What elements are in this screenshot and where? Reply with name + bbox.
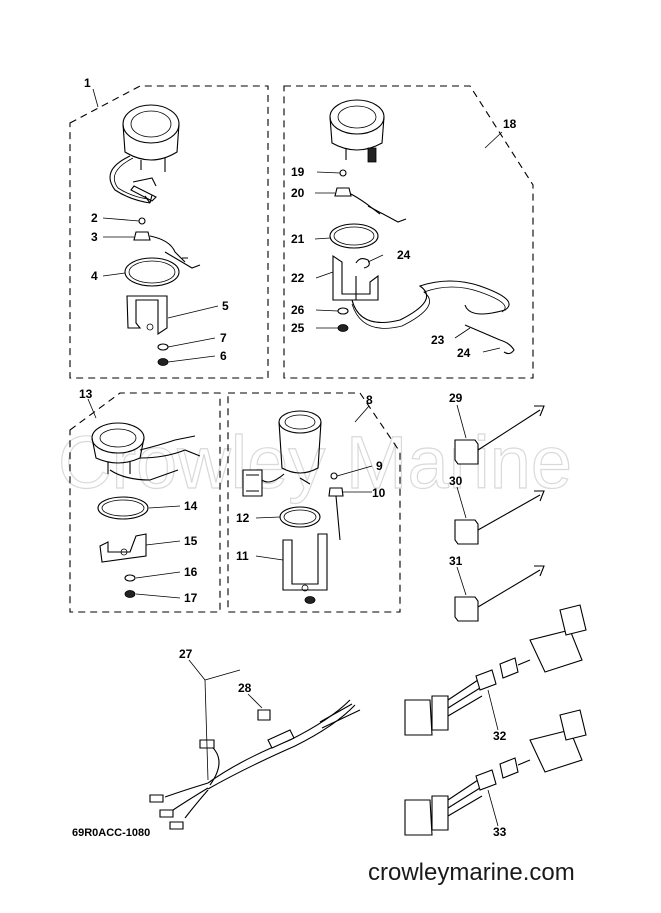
callout-18: 18 xyxy=(503,117,517,131)
callout-5: 5 xyxy=(222,299,229,313)
callout-30: 30 xyxy=(449,474,463,488)
callout-24b: 24 xyxy=(457,346,471,360)
callout-31: 31 xyxy=(449,554,463,568)
callout-12: 12 xyxy=(236,511,250,525)
callout-32: 32 xyxy=(493,729,507,743)
callout-13: 13 xyxy=(79,387,93,401)
callout-1: 1 xyxy=(84,76,91,90)
callout-17: 17 xyxy=(184,591,198,605)
group-8-gauge-kit xyxy=(227,392,401,613)
harness-27 xyxy=(149,659,361,830)
callout-33: 33 xyxy=(493,825,507,839)
callout-15: 15 xyxy=(184,534,198,548)
callout-labels: 1 2 3 4 5 6 7 8 9 10 11 12 13 14 15 16 1… xyxy=(79,76,517,839)
callout-3: 3 xyxy=(91,230,98,244)
callout-26: 26 xyxy=(291,303,305,317)
callout-19: 19 xyxy=(291,165,305,179)
callout-16: 16 xyxy=(184,565,198,579)
callout-20: 20 xyxy=(291,186,305,200)
callout-14: 14 xyxy=(184,499,198,513)
callout-6: 6 xyxy=(220,349,227,363)
callout-10: 10 xyxy=(372,486,386,500)
callout-28: 28 xyxy=(238,681,252,695)
callout-8: 8 xyxy=(366,393,373,407)
website-label: crowleymarine.com xyxy=(368,859,575,886)
callout-4: 4 xyxy=(91,269,98,283)
callout-7: 7 xyxy=(220,331,227,345)
diagram-code: 69R0ACC-1080 xyxy=(72,827,150,839)
callout-11: 11 xyxy=(236,549,249,563)
callout-25: 25 xyxy=(291,321,305,335)
connectors-29-31 xyxy=(454,404,545,622)
group-18-gauge-kit xyxy=(283,85,534,379)
callout-29: 29 xyxy=(449,391,463,405)
callout-2: 2 xyxy=(91,211,98,225)
callout-21: 21 xyxy=(291,232,305,246)
callout-24: 24 xyxy=(397,248,411,262)
group-1-gauge-kit xyxy=(69,85,269,379)
callout-27: 27 xyxy=(179,647,193,661)
group-13-gauge-kit xyxy=(69,392,221,613)
harness-32-33 xyxy=(404,604,587,836)
callout-23: 23 xyxy=(431,333,445,347)
callout-9: 9 xyxy=(376,459,383,473)
callout-22: 22 xyxy=(291,271,305,285)
